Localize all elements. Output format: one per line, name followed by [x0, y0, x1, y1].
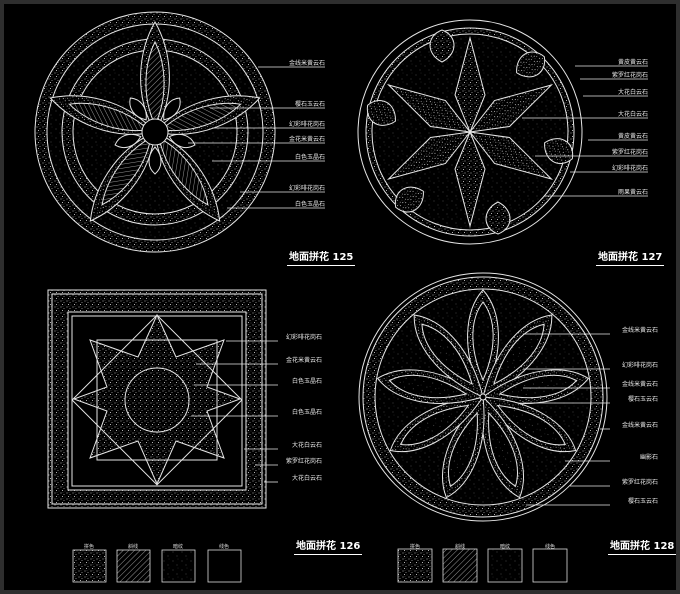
label-126-4: 大花白云石 — [291, 442, 322, 449]
floor-medallion-127 — [357, 19, 648, 245]
label-127-5: 紫罗红花岗石 — [611, 149, 648, 156]
legend-label-2: 暗纹 — [172, 544, 184, 550]
label-125-4: 白色玉晶石 — [294, 154, 325, 161]
title-126: 地面拼花 126 — [294, 541, 363, 555]
label-127-6: 幻彩啡花岗石 — [611, 165, 648, 172]
label-125-6: 白色玉晶石 — [294, 201, 325, 208]
label-127-0: 黄皮黄云石 — [617, 59, 648, 66]
label-127-2: 大花白云石 — [617, 89, 648, 96]
label-128-0: 金线米黄云石 — [621, 327, 658, 334]
label-126-1: 金花米黄云石 — [285, 357, 322, 364]
label-126-6: 大花白云石 — [291, 475, 322, 482]
label-126-5: 紫罗红花岗石 — [285, 458, 322, 465]
drawing-svg — [34, 11, 648, 583]
legend-label-r1: 斜线 — [454, 544, 466, 550]
label-128-7: 樱石玉云石 — [627, 498, 658, 505]
legend-label-0: 拼色 — [83, 544, 95, 550]
legend-swatches-right — [397, 548, 568, 583]
legend-label-3: 线色 — [218, 544, 230, 550]
title-128: 地面拼花 128 — [608, 541, 677, 555]
label-125-0: 金线米黄云石 — [288, 60, 325, 67]
floor-medallion-125 — [34, 11, 325, 253]
label-127-7: 雨果黄云石 — [617, 189, 648, 196]
label-127-4: 黄皮黄云石 — [617, 133, 648, 140]
legend-label-r0: 拼色 — [409, 544, 421, 550]
legend-label-r2: 暗纹 — [499, 544, 511, 550]
label-125-2: 幻彩啡花岗石 — [288, 121, 325, 128]
floor-medallion-126 — [47, 289, 278, 509]
label-127-1: 紫罗红花岗石 — [611, 72, 648, 79]
label-128-2: 金线米黄云石 — [621, 381, 658, 388]
cad-canvas[interactable]: 金线米黄云石 樱石玉云石 幻彩啡花岗石 金花米黄云石 白色玉晶石 幻彩啡花岗石 … — [4, 4, 677, 590]
label-128-6: 紫罗红花岗石 — [621, 479, 658, 486]
title-127: 地面拼花 127 — [596, 252, 665, 266]
legend-label-1: 斜线 — [127, 544, 139, 550]
floor-medallion-128 — [358, 272, 610, 522]
label-128-1: 幻彩啡花岗石 — [621, 362, 658, 369]
title-125: 地面拼花 125 — [287, 252, 356, 266]
legend-swatches-left — [72, 549, 242, 583]
label-125-3: 金花米黄云石 — [288, 136, 325, 143]
label-128-5: 幽影石 — [639, 454, 658, 461]
label-127-3: 大花白云石 — [617, 111, 648, 118]
label-128-3: 樱石玉云石 — [627, 396, 658, 403]
label-126-0: 幻彩啡花岗石 — [285, 334, 322, 341]
legend-label-r3: 线色 — [544, 544, 556, 550]
label-125-5: 幻彩啡花岗石 — [288, 185, 325, 192]
label-126-2: 白色玉晶石 — [291, 378, 322, 385]
label-126-3: 白色玉晶石 — [291, 409, 322, 416]
label-128-4: 金线米黄云石 — [621, 422, 658, 429]
label-125-1: 樱石玉云石 — [294, 101, 325, 108]
